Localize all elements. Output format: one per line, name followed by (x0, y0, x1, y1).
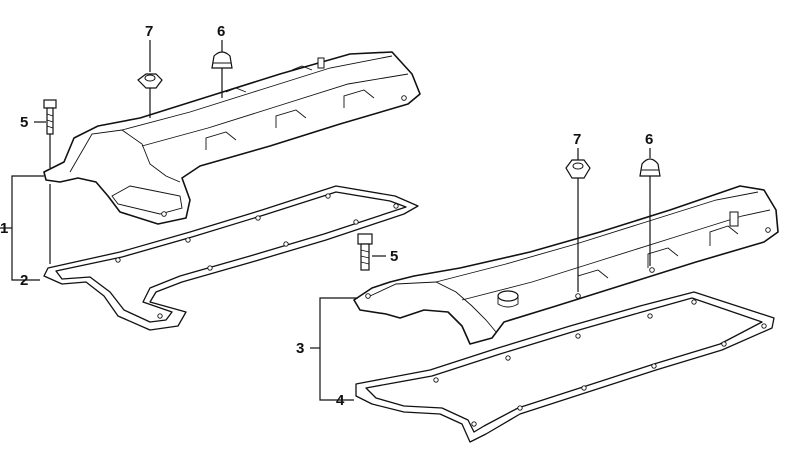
cap-nut-icon (639, 158, 661, 177)
bolt-icon (357, 233, 373, 271)
gasket-right (355, 291, 775, 443)
callout-3: 3 (296, 340, 304, 357)
callout-5-right: 5 (390, 248, 398, 265)
callout-1: 1 (0, 220, 8, 237)
callout-6-right: 6 (645, 131, 653, 148)
cylinder-head-cover-right (353, 185, 779, 345)
cylinder-head-cover-left (43, 51, 421, 225)
leader-lines-right (310, 148, 651, 401)
callout-5-left: 5 (20, 114, 28, 131)
nut-icon (565, 159, 591, 179)
callout-7-left: 7 (145, 23, 153, 40)
bolt-icon (43, 99, 57, 135)
callout-7-right: 7 (573, 131, 581, 148)
callout-6-left: 6 (217, 23, 225, 40)
gasket-left (43, 185, 419, 331)
nut-icon (137, 73, 163, 89)
callout-4: 4 (336, 392, 345, 409)
callout-2: 2 (20, 272, 28, 289)
leader-lines-left (0, 40, 223, 281)
cap-nut-icon (211, 51, 233, 69)
